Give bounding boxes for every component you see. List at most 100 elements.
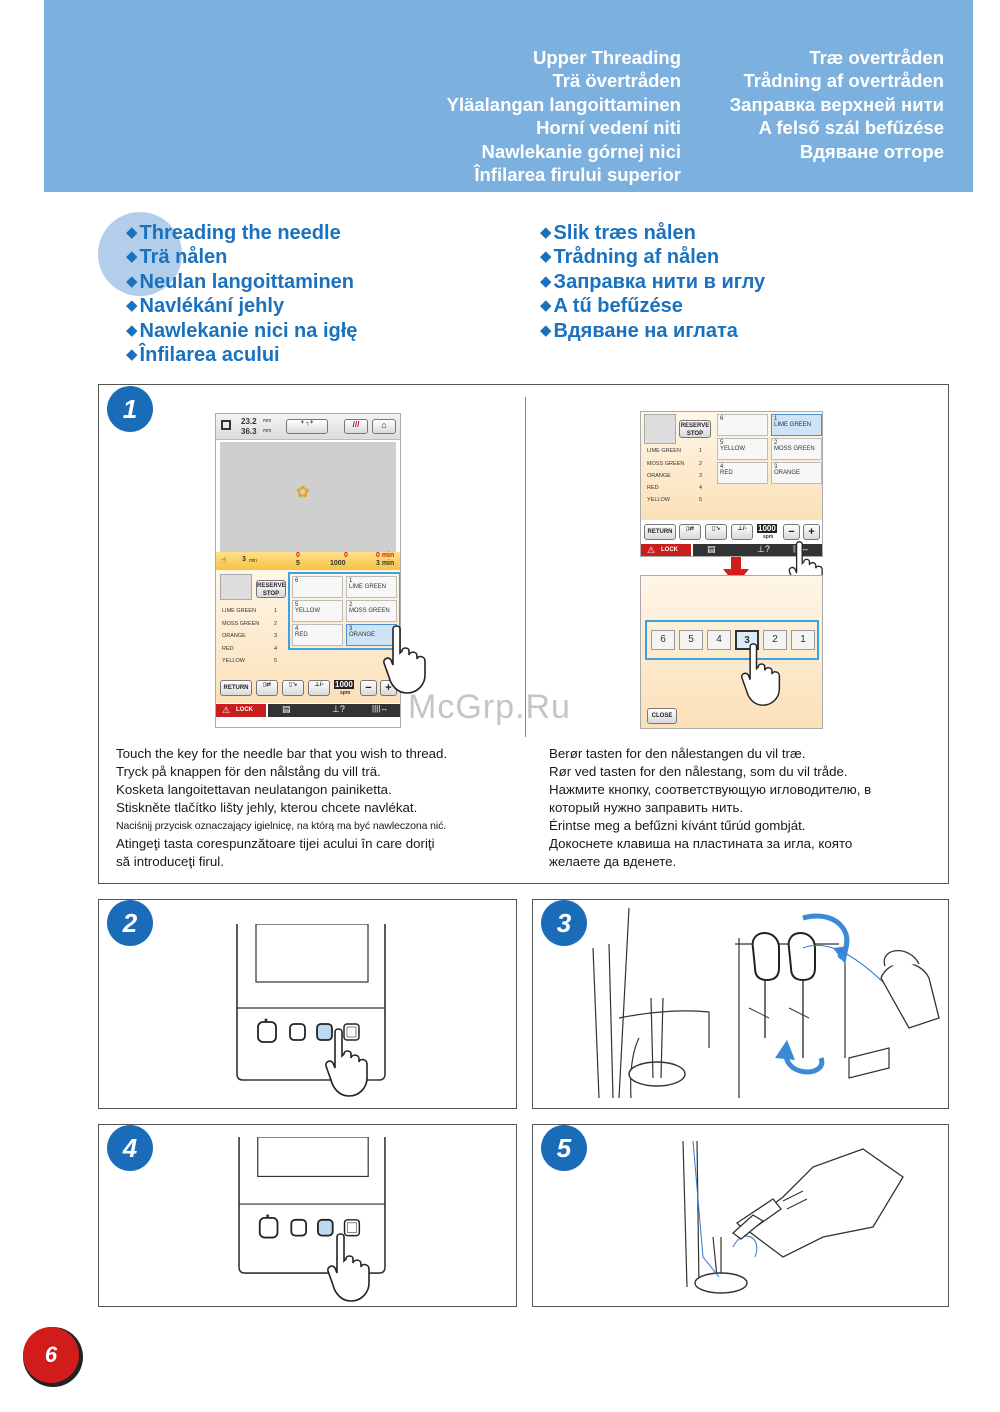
- warning-icon: ⚠: [222, 705, 231, 715]
- pattern-thumbnail: [220, 574, 252, 600]
- reserve-stop-button[interactable]: RESERVE STOP: [679, 420, 711, 438]
- warning-icon: ⚠: [647, 545, 656, 555]
- close-button[interactable]: CLOSE: [647, 708, 677, 724]
- lcd-screen-main: 23.2 36.3 mm mm + ┐+ /// ⌂ ✿ ☝ 3 min 0 5…: [215, 413, 401, 728]
- header-line: Заправка верхней нити: [729, 93, 944, 115]
- step-badge: 4: [107, 1125, 153, 1171]
- color-name: LIME GREEN: [647, 448, 681, 454]
- thread-tool-button[interactable]: ▯⇄: [679, 524, 701, 540]
- tension-button[interactable]: ▯↘: [282, 680, 304, 696]
- tension-button[interactable]: ▯↘: [705, 524, 727, 540]
- header-titles-left: Upper Threading Trä övertråden Yläalanga…: [447, 46, 681, 186]
- stitch-bottom: 5: [296, 560, 300, 567]
- section-title: Înfilarea acului: [126, 343, 357, 367]
- needle-select-2[interactable]: 2: [763, 630, 787, 650]
- home-button[interactable]: ⌂: [372, 419, 396, 434]
- color-list-item: RED 4: [222, 646, 277, 652]
- needle-threading-icon[interactable]: ||||↔: [372, 704, 389, 713]
- color-name: LIME GREEN: [222, 608, 256, 614]
- needle-step-button[interactable]: ⊥/-: [731, 524, 753, 540]
- home-icon: ⌂: [381, 420, 387, 430]
- return-button[interactable]: RETURN: [644, 524, 676, 540]
- document-icon: ▤: [707, 544, 716, 554]
- page-number-badge: 6: [23, 1327, 83, 1387]
- needle-select-4[interactable]: 4: [707, 630, 731, 650]
- needle-color: LIME GREEN: [349, 584, 387, 590]
- step-1-box: 1 23.2 36.3 mm mm + ┐+ /// ⌂ ✿ ☝ 3 min 0…: [98, 384, 949, 884]
- reserve-label: RESERVE: [680, 423, 710, 429]
- bottom-tool-bar: ▤ ⊥? ||||↔: [268, 704, 400, 717]
- reserve-stop-button[interactable]: RESERVE STOP: [256, 580, 286, 598]
- needle-color: RED: [720, 470, 733, 476]
- color-tool-button[interactable]: ///: [344, 419, 368, 434]
- color-name: YELLOW: [647, 497, 670, 503]
- needle-keys-highlight: [288, 572, 400, 650]
- section-title: Заправка нити в иглу: [540, 270, 766, 294]
- frame-move-button[interactable]: + ┐+: [286, 419, 328, 434]
- instruction-line: să introduceţi firul.: [116, 854, 224, 869]
- thread-tool-button[interactable]: ▯⇄: [256, 680, 278, 696]
- instructions-left: Touch the key for the needle bar that yo…: [116, 745, 516, 871]
- step-badge: 2: [107, 900, 153, 946]
- embroidery-pattern-icon: ✿: [296, 484, 310, 501]
- needle-bar-key-6[interactable]: 6: [292, 576, 343, 598]
- needle-select-5[interactable]: 5: [679, 630, 703, 650]
- needle-number: 6: [295, 578, 299, 584]
- speed-plus-button[interactable]: +: [803, 524, 820, 540]
- needle-number: 1: [774, 416, 778, 422]
- needle-select-6[interactable]: 6: [651, 630, 675, 650]
- step-badge: 3: [541, 900, 587, 946]
- needle-number: 2: [349, 602, 353, 608]
- speed-minus-button[interactable]: −: [783, 524, 800, 540]
- needle-color: MOSS GREEN: [774, 446, 815, 452]
- lock-bar[interactable]: ⚠ LOCK: [641, 544, 691, 556]
- section-title: Neulan langoittaminen: [126, 270, 357, 294]
- speed-minus-button[interactable]: −: [360, 680, 377, 696]
- instruction-line: Érintse meg a befűzni kívánt tűrúd gombj…: [549, 818, 806, 833]
- instruction-line: Berør tasten for den nålestangen du vil …: [549, 746, 806, 761]
- needle-color: YELLOW: [295, 608, 321, 614]
- color-num: 4: [274, 646, 278, 652]
- return-button[interactable]: RETURN: [220, 680, 252, 696]
- color-name: MOSS GREEN: [222, 621, 260, 627]
- speed-unit: spm: [763, 534, 774, 540]
- operation-panel-illustration: [238, 1137, 386, 1274]
- needle-number: 3: [349, 626, 353, 632]
- header-titles-right: Træ overtråden Trådning af overtråden За…: [730, 46, 944, 163]
- stitch-top: 0: [296, 552, 300, 559]
- header-line: Trä övertråden: [552, 70, 681, 92]
- section-title: Slik træs nålen: [540, 221, 765, 245]
- step-5-box: 5: [532, 1124, 949, 1307]
- color-num: 4: [699, 485, 703, 491]
- color-num: 2: [699, 461, 703, 467]
- color-name: RED: [222, 646, 234, 652]
- color-name: ORANGE: [647, 473, 671, 479]
- color-name: RED: [647, 485, 659, 491]
- lock-bar[interactable]: ⚠ LOCK: [216, 704, 266, 717]
- help-icon[interactable]: ⊥?: [332, 704, 345, 714]
- step-3-box: 3: [532, 899, 949, 1109]
- needle-bar-key-6[interactable]: 6: [717, 414, 768, 436]
- needle-number: 5: [295, 602, 299, 608]
- header-line: Træ overtråden: [809, 47, 944, 68]
- needle-icon: ⊥/-: [314, 682, 324, 688]
- needle-step-button[interactable]: ⊥/-: [308, 680, 330, 696]
- pointing-hand-icon: [327, 1233, 370, 1302]
- speed-value: 1000: [334, 680, 354, 689]
- help-icon[interactable]: ⊥?: [757, 544, 770, 554]
- instruction-line: Touch the key for the needle bar that yo…: [116, 746, 448, 761]
- needle-select-1[interactable]: 1: [791, 630, 815, 650]
